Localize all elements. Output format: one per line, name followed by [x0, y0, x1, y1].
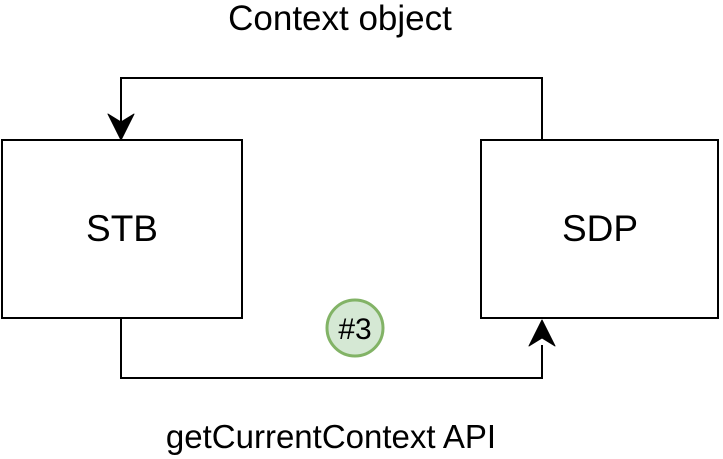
connector-sdp-to-stb	[120, 77, 543, 140]
stb-node: STB	[1, 139, 243, 319]
diagram-title: Context object	[228, 0, 452, 38]
step-badge: #3	[325, 298, 385, 358]
step-badge-circle	[325, 298, 385, 358]
bottom-caption: getCurrentContext API	[166, 418, 496, 455]
sdp-node: SDP	[480, 139, 719, 319]
arrowhead-into-stb-icon	[107, 113, 135, 141]
stb-box	[1, 139, 243, 319]
step-badge-label: #3	[338, 313, 371, 346]
sdp-box-label: SDP	[562, 208, 638, 249]
stb-box-label: STB	[86, 208, 158, 249]
arrowhead-into-sdp-icon	[528, 319, 556, 347]
connector-stb-to-sdp	[120, 318, 543, 379]
sdp-box	[480, 139, 719, 319]
